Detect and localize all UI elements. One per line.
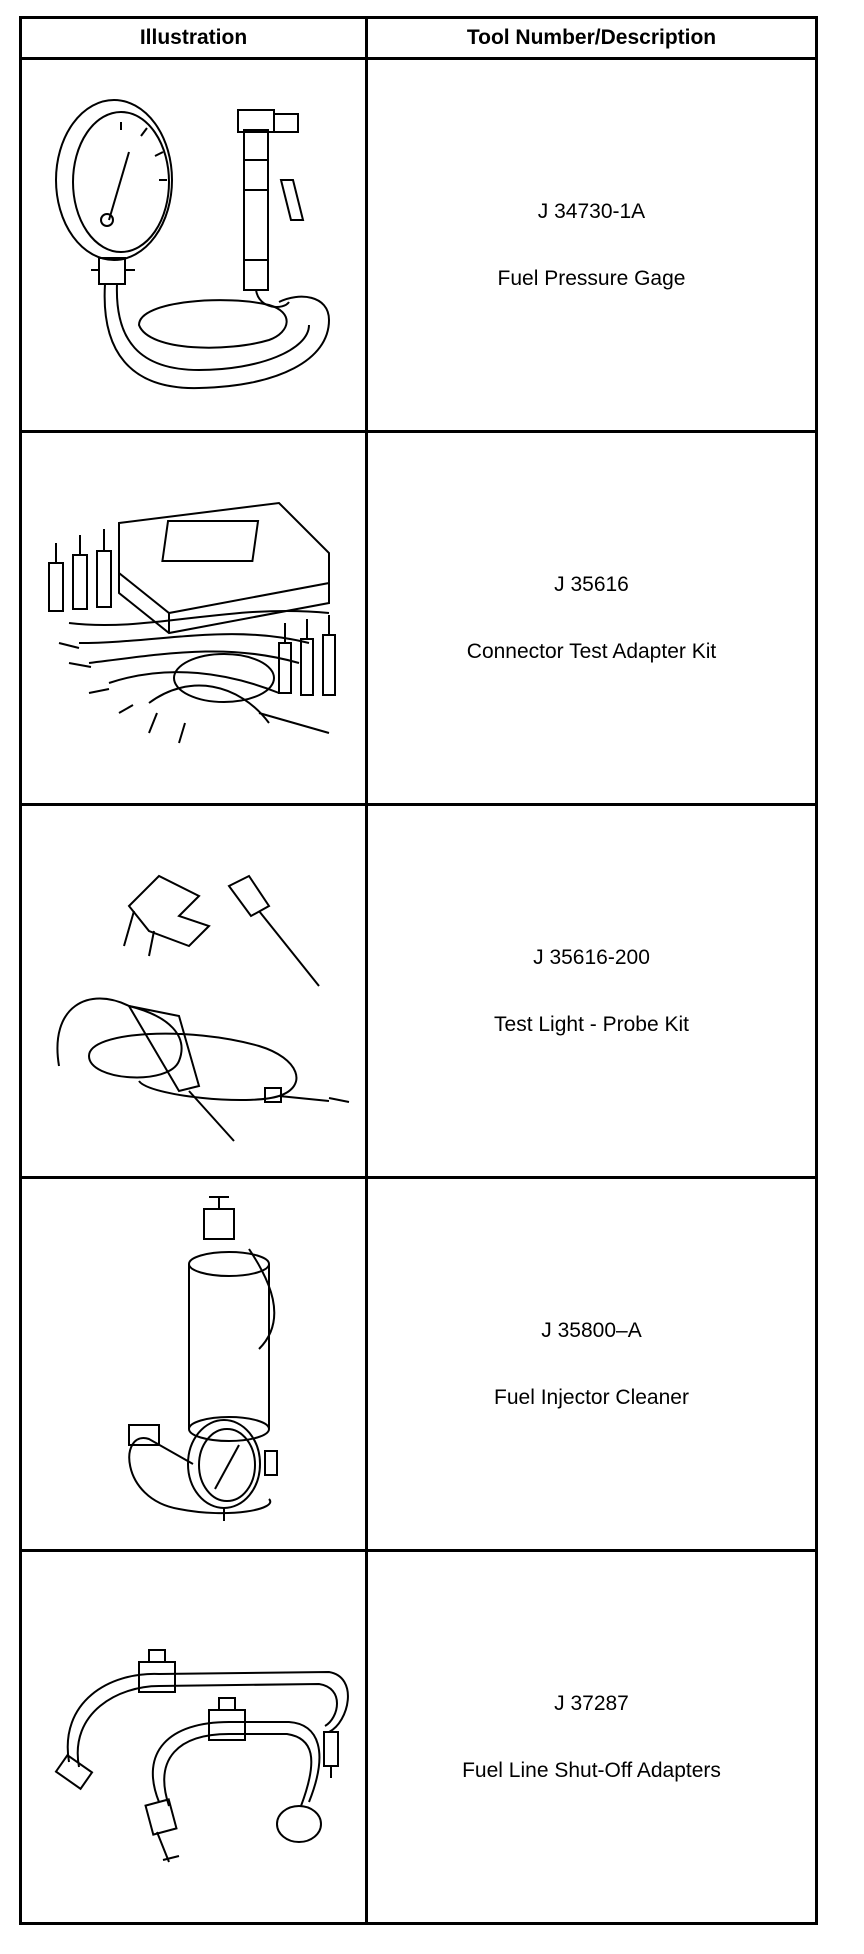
test-light-probe-kit-icon (29, 816, 359, 1166)
tool-name: Test Light - Probe Kit (494, 1013, 689, 1036)
tool-number: J 35616 (554, 572, 629, 596)
table-row: J 35800–A Fuel Injector Cleaner (19, 1176, 818, 1552)
illustration-cell (19, 803, 368, 1179)
tool-name: Fuel Injector Cleaner (494, 1386, 689, 1409)
illustration-cell (19, 1549, 368, 1925)
illustration-cell (19, 57, 368, 433)
special-tools-table: Illustration Tool Number/Description (19, 16, 818, 1925)
tool-description-cell: J 35800–A Fuel Injector Cleaner (365, 1176, 818, 1552)
table-row: J 35616 Connector Test Adapter Kit (19, 430, 818, 806)
illustration-cell (19, 430, 368, 806)
fuel-injector-cleaner-icon (29, 1189, 359, 1539)
tool-description-cell: J 35616 Connector Test Adapter Kit (365, 430, 818, 806)
fuel-pressure-gage-icon (29, 70, 359, 420)
tool-name: Fuel Pressure Gage (497, 267, 686, 290)
header-row: Illustration Tool Number/Description (19, 16, 818, 60)
header-tool-description: Tool Number/Description (365, 16, 818, 60)
table-row: J 37287 Fuel Line Shut-Off Adapters (19, 1549, 818, 1925)
header-illustration: Illustration (19, 16, 368, 60)
tool-number: J 34730-1A (537, 199, 646, 223)
tool-name: Connector Test Adapter Kit (466, 640, 717, 663)
illustration-cell (19, 1176, 368, 1552)
tool-number: J 35800–A (541, 1318, 642, 1342)
table-row: J 35616-200 Test Light - Probe Kit (19, 803, 818, 1179)
connector-test-adapter-kit-icon (29, 443, 359, 793)
fuel-line-shutoff-adapters-icon (29, 1562, 359, 1912)
tool-number: J 35616-200 (533, 945, 650, 969)
tool-number: J 37287 (554, 1691, 629, 1715)
tool-description-cell: J 35616-200 Test Light - Probe Kit (365, 803, 818, 1179)
tool-description-cell: J 34730-1A Fuel Pressure Gage (365, 57, 818, 433)
table-row: J 34730-1A Fuel Pressure Gage (19, 57, 818, 433)
tool-name: Fuel Line Shut-Off Adapters (462, 1759, 721, 1782)
tool-description-cell: J 37287 Fuel Line Shut-Off Adapters (365, 1549, 818, 1925)
